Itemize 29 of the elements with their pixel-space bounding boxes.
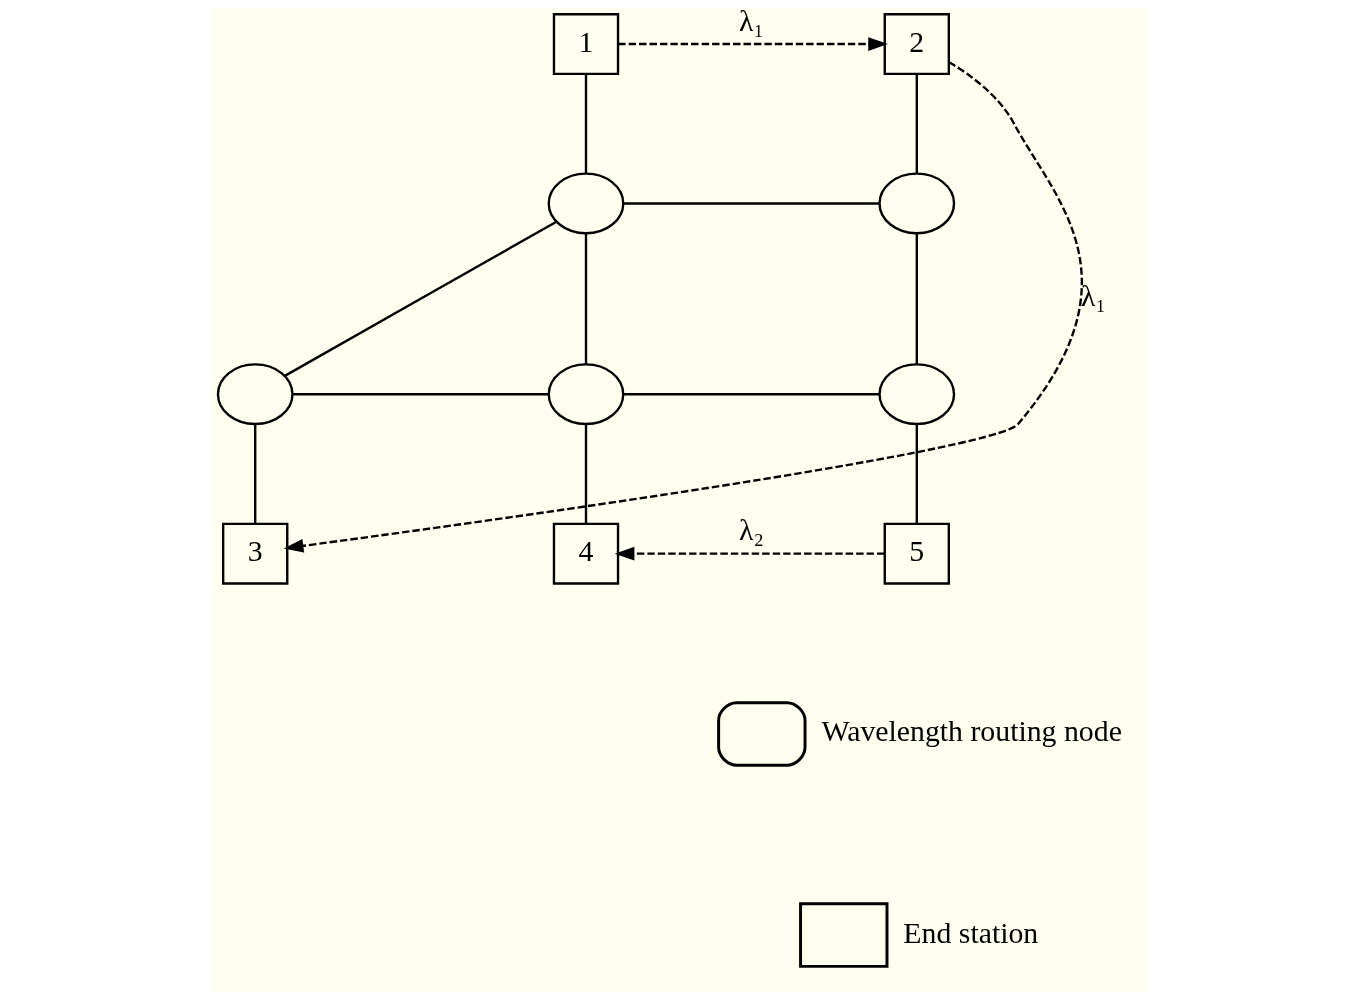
node-circle (878, 172, 956, 235)
connector (292, 393, 549, 396)
node-box: 4 (552, 522, 620, 585)
node-circle (547, 363, 625, 426)
node-box: 3 (222, 522, 289, 585)
node-box: 5 (883, 522, 950, 585)
node-box: 2 (883, 13, 950, 76)
node-box: 1 (552, 13, 620, 76)
connector (584, 424, 588, 524)
legend-label: Wavelength routing node (821, 714, 1122, 748)
legend-label: End station (903, 915, 1039, 949)
connector (254, 424, 257, 524)
connector (915, 74, 918, 174)
connector (623, 393, 879, 396)
connector (915, 424, 918, 524)
connector (284, 220, 557, 377)
edge-label: λ₁ (1080, 279, 1106, 313)
node-circle (216, 363, 294, 426)
connector (915, 233, 918, 364)
edge-label: λ₂ (738, 513, 764, 547)
connector (584, 233, 588, 364)
connector (623, 202, 879, 205)
arrow (614, 546, 885, 561)
node-circle (547, 172, 625, 235)
edge-label: λ₁ (738, 3, 764, 37)
arrow (618, 37, 888, 51)
connector (584, 74, 588, 174)
arrow (283, 61, 1083, 553)
node-circle (878, 363, 956, 426)
